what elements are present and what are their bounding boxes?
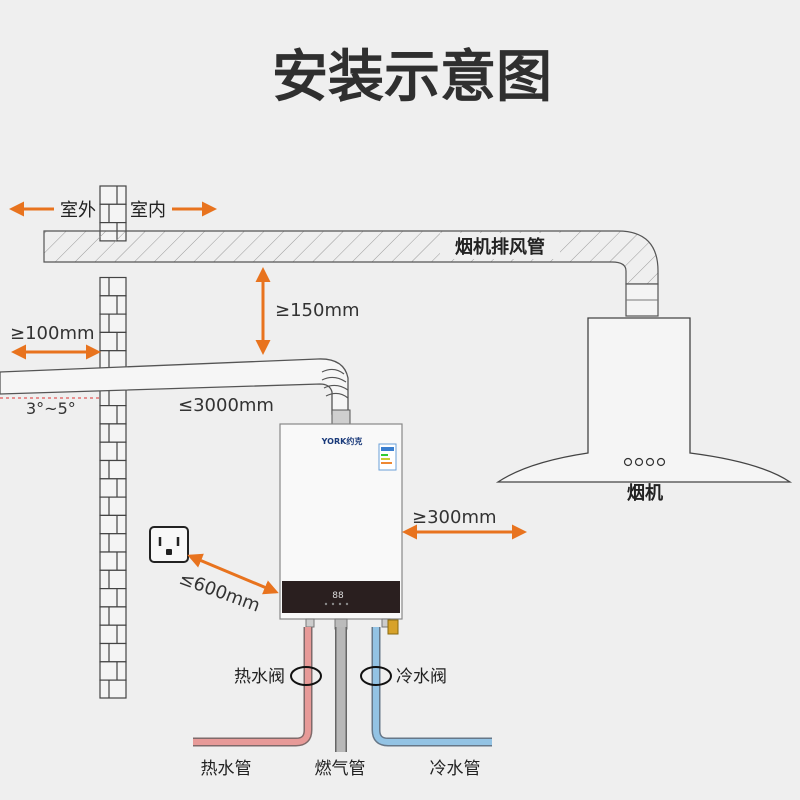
- cold-water-pipe-label: 冷水管: [430, 759, 481, 779]
- brick: [99, 587, 127, 608]
- cold-water-valve-label: 冷水阀: [396, 667, 447, 687]
- energy-label-sticker: [378, 443, 397, 471]
- outdoor-label: 室外: [60, 200, 96, 221]
- exhaust-duct: 烟机排风管: [43, 230, 659, 317]
- brick: [99, 533, 127, 553]
- hot-water-pipe: [193, 627, 313, 747]
- arrow-600mm: [187, 553, 279, 595]
- brick: [99, 606, 127, 626]
- dimension-arrows: [8, 201, 527, 595]
- brick: [99, 459, 127, 480]
- cold-water-valve-marker: [360, 666, 392, 686]
- brick: [99, 350, 127, 370]
- brick: [99, 569, 127, 590]
- brand-logo: YORK约克: [321, 436, 363, 446]
- brick: [99, 295, 127, 315]
- hot-water-valve-label: 热水阀: [234, 667, 285, 687]
- brick-wall: [99, 185, 127, 699]
- range-hood: 烟机: [495, 317, 793, 504]
- brick: [99, 185, 127, 205]
- water-heater: YORK约克 88: [279, 423, 403, 635]
- hot-water-valve-marker: [290, 666, 322, 686]
- brick: [99, 405, 127, 425]
- control-panel: [282, 581, 400, 613]
- clearance-150mm-label: ≥150mm: [275, 300, 360, 321]
- brick: [99, 441, 127, 462]
- brick: [99, 679, 127, 699]
- slope-label: 3°~5°: [26, 399, 76, 418]
- brick: [99, 276, 127, 297]
- flue-pipe: [0, 358, 351, 425]
- range-hood-label: 烟机: [627, 482, 663, 504]
- brick: [99, 203, 127, 224]
- brick: [99, 478, 127, 498]
- clearance-100mm-label: ≥100mm: [10, 323, 95, 344]
- socket-distance-600mm-label: ≤600mm: [176, 568, 263, 617]
- max-length-3000mm-label: ≤3000mm: [178, 395, 274, 416]
- power-socket-icon: [149, 526, 189, 563]
- brick: [99, 423, 127, 443]
- brick: [99, 331, 127, 352]
- hood-control-dots: [623, 457, 666, 467]
- clearance-300mm-label: ≥300mm: [412, 507, 497, 528]
- brick: [99, 661, 127, 681]
- exhaust-duct-label: 烟机排风管: [455, 236, 545, 258]
- brick: [99, 551, 127, 571]
- brick: [99, 496, 127, 517]
- panel-buttons: [324, 602, 349, 606]
- indoor-label: 室内: [130, 200, 166, 221]
- gas-pipe-label: 燃气管: [315, 759, 366, 779]
- panel-display: 88: [332, 591, 344, 601]
- brick: [99, 313, 127, 334]
- brick: [99, 514, 127, 535]
- hot-water-pipe-label: 热水管: [201, 759, 252, 779]
- brick: [99, 642, 127, 663]
- page-title: 安装示意图: [272, 45, 552, 110]
- cold-water-pipe: [371, 627, 492, 747]
- brick: [99, 624, 127, 645]
